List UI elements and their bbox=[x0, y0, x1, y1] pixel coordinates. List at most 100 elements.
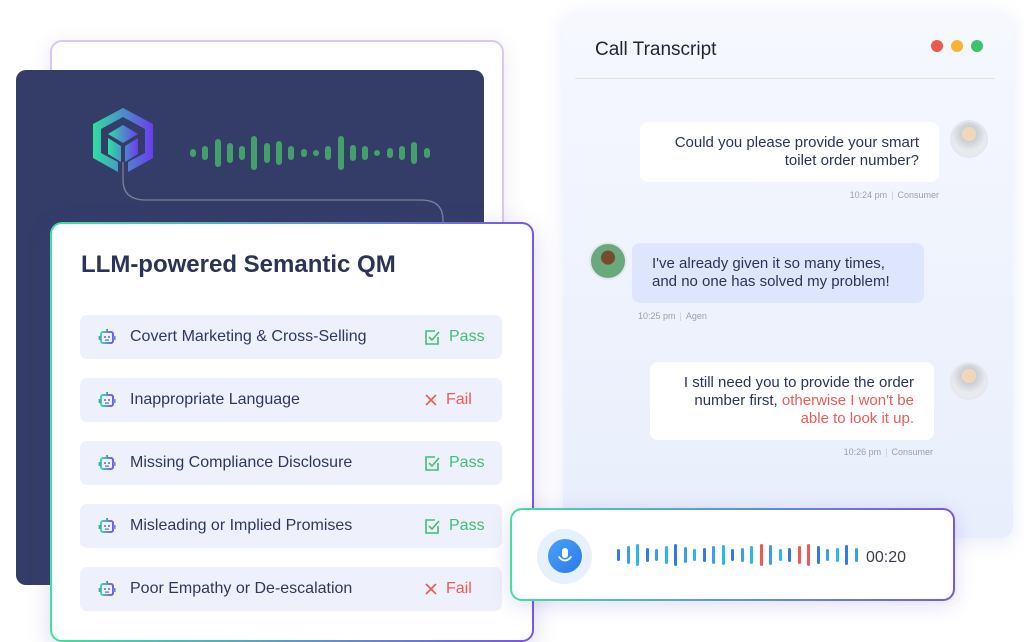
waveform-bar bbox=[362, 146, 369, 160]
waveform-bar bbox=[325, 146, 332, 160]
message-text: I still need you to provide the order nu… bbox=[683, 374, 914, 409]
robot-icon bbox=[98, 455, 116, 470]
qm-result: Pass bbox=[424, 454, 502, 472]
waveform-bar bbox=[664, 546, 668, 564]
waveform-bar bbox=[288, 146, 295, 160]
call-transcript-window: Call Transcript Could you please provide… bbox=[563, 12, 1013, 538]
qm-check-label: Poor Empathy or De-escalation bbox=[130, 580, 353, 597]
close-dot[interactable] bbox=[931, 40, 943, 52]
audio-waveform[interactable] bbox=[617, 542, 858, 568]
semantic-qm-card: LLM-powered Semantic QM Covert Marketing… bbox=[50, 222, 534, 642]
message-meta: 10:25 pm|Agen bbox=[638, 311, 707, 321]
waveform-bar bbox=[826, 549, 829, 561]
qm-title: LLM-powered Semantic QM bbox=[81, 251, 396, 278]
microphone-icon bbox=[558, 548, 572, 562]
consumer-avatar bbox=[950, 362, 988, 400]
message-time: 10:25 pm bbox=[638, 311, 676, 321]
robot-icon bbox=[98, 329, 116, 344]
consumer-avatar bbox=[950, 120, 988, 158]
waveform-bar bbox=[349, 145, 356, 161]
qm-result-text: Pass bbox=[449, 517, 485, 534]
message-role: Agen bbox=[685, 311, 707, 321]
waveform-bar bbox=[702, 548, 706, 562]
check-square-icon bbox=[425, 329, 440, 345]
waveform-bar bbox=[731, 549, 734, 561]
waveform-bar bbox=[399, 146, 406, 160]
waveform-bar bbox=[251, 136, 258, 170]
waveform-bar bbox=[712, 546, 715, 564]
qm-check-row[interactable]: Poor Empathy or De-escalation Fail bbox=[80, 567, 502, 611]
robot-icon bbox=[98, 392, 116, 407]
waveform-bar bbox=[423, 148, 430, 158]
qm-result-text: Fail bbox=[446, 580, 472, 597]
message-highlight: otherwise I won't be able to look it up. bbox=[781, 392, 914, 427]
waveform-bar bbox=[674, 544, 677, 566]
check-square-icon bbox=[425, 518, 440, 534]
waveform-bar bbox=[374, 150, 381, 156]
x-icon bbox=[425, 583, 437, 595]
qm-check-row[interactable]: Misleading or Implied Promises Pass bbox=[80, 504, 502, 548]
waveform-bar bbox=[693, 549, 696, 561]
qm-check-label: Covert Marketing & Cross-Selling bbox=[130, 328, 367, 345]
logo-cube-icon bbox=[93, 108, 153, 172]
waveform-bar bbox=[617, 549, 620, 561]
transcript-title: Call Transcript bbox=[595, 39, 717, 60]
qm-result: Pass bbox=[424, 517, 502, 535]
robot-icon bbox=[98, 581, 116, 596]
waveform-bar bbox=[214, 139, 221, 167]
agent-avatar bbox=[589, 242, 627, 280]
voice-waveform bbox=[190, 135, 430, 171]
qm-check-row[interactable]: Missing Compliance Disclosure Pass bbox=[80, 441, 502, 485]
waveform-bar bbox=[337, 136, 344, 170]
mic-button[interactable] bbox=[537, 529, 592, 584]
minimize-dot[interactable] bbox=[951, 40, 963, 52]
waveform-bar bbox=[683, 547, 687, 563]
qm-check-row[interactable]: Covert Marketing & Cross-Selling Pass bbox=[80, 315, 502, 359]
divider bbox=[575, 78, 995, 79]
waveform-bar bbox=[626, 546, 630, 564]
qm-result-text: Fail bbox=[446, 391, 472, 408]
qm-check-label: Inappropriate Language bbox=[130, 391, 300, 408]
audio-player: 00:20 bbox=[510, 508, 955, 601]
waveform-bar bbox=[788, 548, 791, 562]
waveform-bar bbox=[636, 544, 639, 566]
qm-result-text: Pass bbox=[449, 454, 485, 471]
message-time: 10:24 pm bbox=[849, 190, 888, 200]
message-meta: 10:24 pm|Consumer bbox=[849, 190, 939, 200]
waveform-bar bbox=[721, 545, 725, 565]
waveform-bar bbox=[655, 549, 658, 561]
message-role: Consumer bbox=[897, 190, 939, 200]
audio-timer: 00:20 bbox=[866, 549, 907, 566]
message-text: Could you please provide your smart toil… bbox=[674, 134, 919, 169]
message-meta: 10:26 pm|Consumer bbox=[843, 447, 933, 457]
waveform-bar bbox=[759, 544, 763, 566]
waveform-bar bbox=[202, 146, 209, 160]
waveform-bar bbox=[411, 142, 418, 164]
qm-result: Pass bbox=[424, 328, 502, 346]
waveform-bar bbox=[190, 149, 196, 157]
waveform-bar bbox=[807, 544, 810, 566]
connector-line bbox=[122, 162, 444, 230]
waveform-bar bbox=[816, 546, 820, 564]
waveform-bar bbox=[386, 148, 393, 158]
qm-check-label: Misleading or Implied Promises bbox=[130, 517, 353, 534]
waveform-bar bbox=[226, 143, 233, 163]
message-text: I've already given it so many times, and… bbox=[652, 255, 890, 290]
message-role: Consumer bbox=[891, 447, 933, 457]
message-bubble-agent: I've already given it so many times, and… bbox=[632, 243, 924, 303]
waveform-bar bbox=[740, 548, 744, 562]
maximize-dot[interactable] bbox=[971, 40, 983, 52]
waveform-bar bbox=[276, 141, 283, 165]
qm-result: Fail bbox=[424, 580, 502, 598]
qm-check-row[interactable]: Inappropriate Language Fail bbox=[80, 378, 502, 422]
waveform-bar bbox=[300, 149, 307, 157]
waveform-bar bbox=[769, 545, 772, 565]
qm-result: Fail bbox=[424, 391, 502, 409]
message-bubble-consumer: I still need you to provide the order nu… bbox=[650, 362, 934, 440]
qm-check-label: Missing Compliance Disclosure bbox=[130, 454, 353, 471]
waveform-bar bbox=[645, 548, 649, 562]
waveform-bar bbox=[312, 150, 319, 156]
waveform-bar bbox=[797, 546, 801, 564]
window-controls bbox=[931, 40, 983, 52]
check-square-icon bbox=[425, 455, 440, 471]
